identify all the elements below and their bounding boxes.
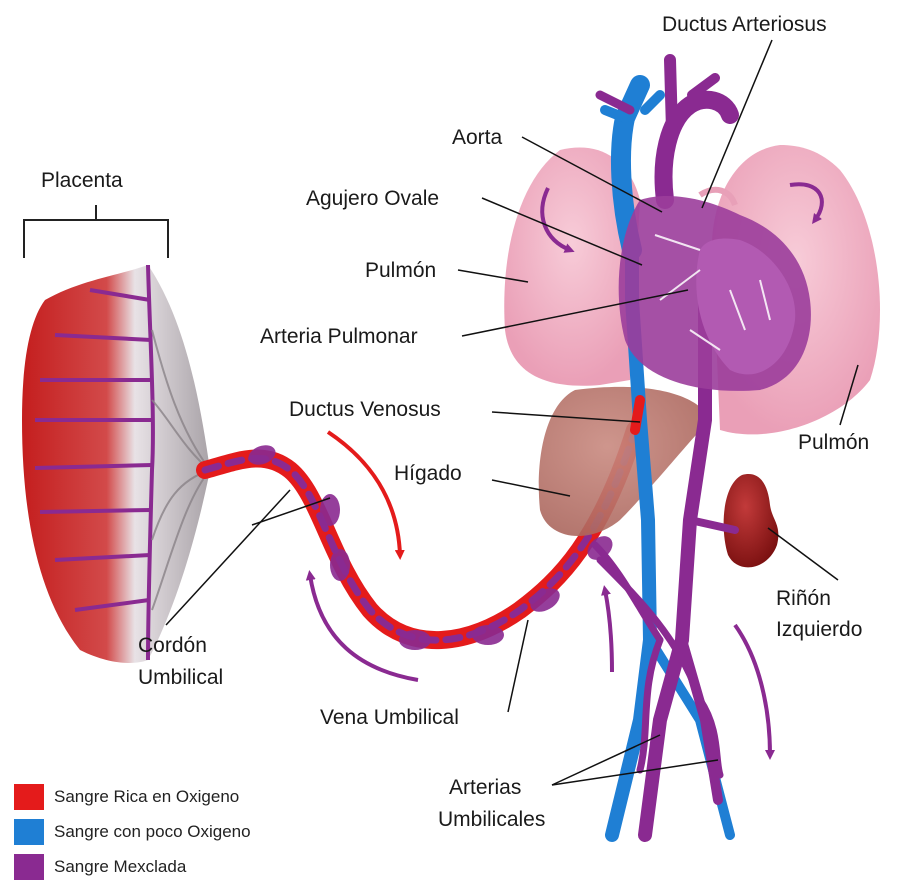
legend-label: Sangre Mexclada: [54, 857, 186, 877]
label-higado: Hígado: [394, 462, 462, 486]
kidney-illustration: [724, 474, 779, 567]
label-placenta: Placenta: [41, 169, 123, 193]
purple-flow-arrow-right: [735, 625, 770, 755]
label-ductus-arteriosus: Ductus Arteriosus: [662, 13, 827, 37]
purple-flow-arrow-mid: [605, 590, 612, 672]
label-cordon-line2: Umbilical: [138, 666, 223, 690]
label-arterias-line2: Umbilicales: [438, 808, 545, 832]
legend-swatch-blue: [14, 819, 44, 845]
placenta-bracket: [24, 205, 168, 258]
label-vena-umbilical: Vena Umbilical: [320, 706, 459, 730]
legend-swatch-red: [14, 784, 44, 810]
label-arterias-line1: Arterias: [449, 776, 521, 800]
label-ductus-venosus: Ductus Venosus: [289, 398, 441, 422]
label-pulmon-right: Pulmón: [798, 431, 869, 455]
legend-label: Sangre Rica en Oxigeno: [54, 787, 239, 807]
label-arteria-pulmonar: Arteria Pulmonar: [260, 325, 418, 349]
legend-item-oxygen-rich: Sangre Rica en Oxigeno: [14, 784, 239, 810]
red-flow-arrow: [328, 432, 400, 555]
label-pulmon-left: Pulmón: [365, 259, 436, 283]
label-cordon-line1: Cordón: [138, 634, 207, 658]
label-aorta: Aorta: [452, 126, 502, 150]
legend-swatch-purple: [14, 854, 44, 880]
label-rinon-line1: Riñón: [776, 587, 831, 611]
legend-label: Sangre con poco Oxigeno: [54, 822, 251, 842]
legend-item-mixed: Sangre Mexclada: [14, 854, 186, 880]
label-agujero-ovale: Agujero Ovale: [306, 187, 439, 211]
placenta-illustration: [22, 265, 210, 663]
legend-item-low-oxygen: Sangre con poco Oxigeno: [14, 819, 251, 845]
label-rinon-line2: Izquierdo: [776, 618, 862, 642]
